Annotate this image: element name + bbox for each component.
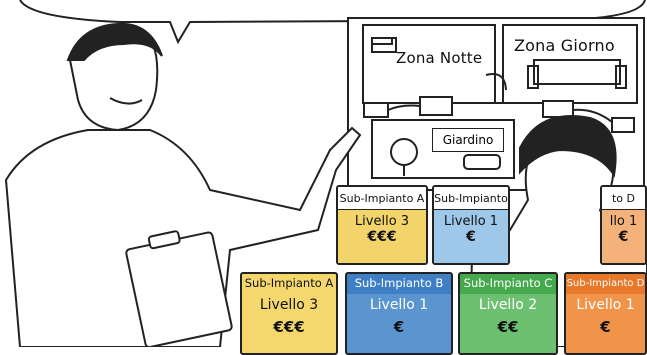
back-card-b-cost: € (466, 229, 476, 245)
zona-giorno-label: Zona Giorno (514, 36, 615, 55)
back-card-d-cost: € (618, 229, 629, 245)
front-card-b-cost: € (393, 318, 405, 336)
front-card-b: Sub-Impianto B Livello 1 € (345, 272, 453, 355)
giardino-label: Giardino (432, 128, 504, 152)
front-card-d: Sub-Impianto D Livello 1 € (564, 272, 647, 355)
front-card-c-level: Livello 2 (478, 297, 538, 313)
back-card-d-level: llo 1 (609, 214, 638, 229)
back-card-a-level: Livello 3 (354, 214, 410, 229)
front-card-a-title: Sub-Impianto A (244, 276, 334, 291)
front-card-d-level: Livello 1 (576, 297, 635, 313)
back-card-a-body: Livello 3 €€€ (338, 210, 426, 263)
back-card-b-body: Livello 1 € (434, 210, 508, 263)
back-card-a-cost: €€€ (367, 229, 397, 245)
back-card-d-title: to D (602, 187, 645, 210)
back-card-b-level: Livello 1 (443, 214, 499, 229)
presenter-figure (4, 22, 362, 347)
back-card-d-body: llo 1 € (602, 210, 645, 263)
front-card-b-title: Sub-Impianto B (347, 274, 451, 294)
back-card-a-title: Sub-Impianto A (338, 187, 426, 210)
front-card-c-title: Sub-Impianto C (460, 274, 556, 294)
front-card-d-title: Sub-Impianto D (566, 274, 645, 294)
back-card-b: Sub-Impianto Livello 1 € (432, 185, 510, 265)
front-card-b-level: Livello 1 (369, 297, 429, 313)
front-card-a-level: Livello 3 (259, 297, 319, 313)
front-card-c-cost: €€ (497, 318, 519, 336)
front-card-c: Sub-Impianto C Livello 2 €€ (458, 272, 558, 355)
front-card-d-cost: € (600, 318, 611, 336)
speech-bubble (19, 0, 646, 45)
back-card-d: to D llo 1 € (600, 185, 647, 265)
front-card-a: Sub-Impianto A Livello 3 €€€ (240, 272, 338, 355)
back-card-a: Sub-Impianto A Livello 3 €€€ (336, 185, 428, 265)
front-card-a-cost: €€€ (273, 318, 305, 336)
back-card-b-title: Sub-Impianto (434, 187, 508, 210)
zona-notte-label: Zona Notte (396, 49, 483, 67)
